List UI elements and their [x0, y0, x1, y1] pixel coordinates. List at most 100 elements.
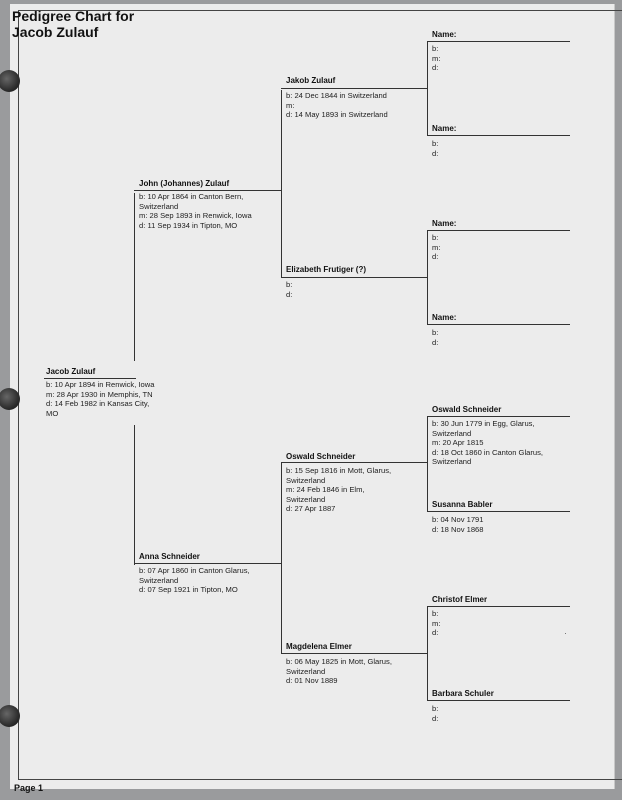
detail-line: d: 14 Feb 1982 in Kansas City, — [46, 399, 150, 409]
detail-line: b: 06 May 1825 in Mott, Glarus, — [286, 657, 392, 666]
title-line-2: Jacob Zulauf — [12, 24, 99, 40]
connector-7-up — [427, 606, 428, 653]
person-13-line — [427, 511, 570, 512]
detail-line: b: — [432, 233, 439, 242]
detail-line: Switzerland — [139, 575, 179, 585]
detail-line: Switzerland — [286, 494, 326, 504]
person-8-name: Name: — [432, 30, 457, 39]
person-12-name: Oswald Schneider — [432, 405, 502, 414]
person-14-name: Christof Elmer — [432, 595, 488, 604]
detail-line: m: — [432, 53, 441, 63]
detail-line: d: — [432, 713, 439, 723]
detail-line: Switzerland — [286, 666, 326, 676]
person-6-name: Oswald Schneider — [286, 452, 356, 461]
person-2-name: John (Johannes) Zulauf — [139, 179, 230, 188]
person-8-line — [427, 41, 570, 42]
binder-hole-top — [0, 70, 20, 92]
person-5-name: Elizabeth Frutiger (?) — [286, 265, 366, 274]
person-4-line — [281, 88, 428, 89]
connector-7-down — [427, 653, 428, 700]
paper-speck — [565, 633, 566, 634]
detail-line: b: — [432, 139, 439, 148]
detail-line: d: 14 May 1893 in Switzerland — [286, 110, 388, 120]
detail-line: b: 30 Jun 1779 in Egg, Glarus, — [432, 419, 535, 428]
detail-line: b: — [432, 328, 439, 337]
title-line-1: Pedigree Chart for — [12, 8, 135, 24]
connector-2-down — [281, 190, 282, 278]
person-6-details: b: 15 Sep 1816 in Mott, Glarus, Switzerla… — [286, 466, 391, 514]
person-1-name: Jacob Zulauf — [46, 367, 96, 376]
detail-line: Switzerland — [432, 428, 472, 438]
detail-line: d: 27 Apr 1887 — [286, 504, 336, 514]
detail-line: m: 28 Apr 1930 in Memphis, TN — [46, 389, 153, 399]
person-4-name: Jakob Zulauf — [286, 76, 336, 85]
connector-3-down — [281, 563, 282, 653]
detail-line: b: — [432, 44, 439, 53]
person-5-line — [281, 277, 428, 278]
detail-line: d: 11 Sep 1934 in Tipton, MO — [139, 220, 238, 230]
person-1-line — [44, 378, 136, 379]
detail-line: d: — [432, 337, 439, 347]
person-12-line — [427, 416, 570, 417]
person-2-details: b: 10 Apr 1864 in Canton Bern,Switzerlan… — [139, 192, 252, 230]
detail-line: Switzerland — [432, 457, 472, 467]
person-9-details: b:d: — [432, 139, 438, 158]
detail-line: b: 07 Apr 1860 in Canton Glarus, — [139, 566, 250, 575]
connector-5-up — [427, 230, 428, 277]
person-15-name: Barbara Schuler — [432, 689, 494, 698]
person-5-details: b:d: — [286, 280, 292, 299]
person-10-line — [427, 230, 570, 231]
connector-6-up — [427, 416, 428, 462]
detail-line: b: 10 Apr 1894 in Renwick, Iowa — [46, 380, 155, 389]
detail-line: d: 07 Sep 1921 in Tipton, MO — [139, 585, 238, 595]
detail-line: d: 18 Nov 1868 — [432, 524, 484, 534]
connector-6-down — [427, 462, 428, 511]
person-3-details: b: 07 Apr 1860 in Canton Glarus,Switzerl… — [139, 566, 250, 595]
detail-line: d: 18 Oct 1860 in Canton Glarus, — [432, 447, 544, 457]
person-15-details: b:d: — [432, 704, 438, 723]
connector-4-up — [427, 41, 428, 88]
person-14-details: b:m:d: — [432, 609, 440, 638]
detail-line: Switzerland — [139, 201, 179, 211]
connector-1-down — [134, 425, 135, 565]
binder-hole-middle — [0, 388, 20, 410]
connector-4-down — [427, 88, 428, 135]
detail-line: MO — [46, 408, 59, 418]
detail-line: d: — [432, 628, 439, 638]
page-number: Page 1 — [14, 783, 44, 793]
connector-1-up — [134, 193, 135, 361]
person-8-details: b:m:d: — [432, 44, 440, 73]
person-9-line — [427, 135, 570, 136]
person-15-line — [427, 700, 570, 701]
detail-line: m: 28 Sep 1893 in Renwick, Iowa — [139, 211, 252, 221]
person-12-details: b: 30 Jun 1779 in Egg, Glarus,Switzerlan… — [432, 419, 543, 467]
person-9-name: Name: — [432, 124, 457, 133]
person-14-line — [427, 606, 570, 607]
detail-line: b: 24 Dec 1844 in Switzerland — [286, 91, 387, 100]
detail-line: m: 24 Feb 1846 in Elm, — [286, 485, 365, 495]
connector-5-down — [427, 277, 428, 324]
person-3-name: Anna Schneider — [139, 552, 200, 561]
detail-line: m: — [432, 618, 441, 628]
detail-line: d: — [286, 289, 293, 299]
chart-sheet — [10, 4, 622, 789]
detail-line: m: 20 Apr 1815 — [432, 438, 484, 448]
person-10-details: b:m:d: — [432, 233, 440, 262]
detail-line: b: — [432, 609, 439, 618]
person-3-line — [134, 563, 282, 564]
person-11-name: Name: — [432, 313, 457, 322]
person-7-details: b: 06 May 1825 in Mott, Glarus,Switzerla… — [286, 657, 392, 686]
detail-line: d: — [432, 63, 439, 73]
page-title: Pedigree Chart for Jacob Zulauf — [12, 8, 134, 40]
detail-line: b: 15 Sep 1816 in Mott, Glarus, — [286, 466, 392, 475]
detail-line: m: — [432, 242, 441, 252]
person-11-details: b:d: — [432, 328, 438, 347]
person-2-line — [134, 190, 282, 191]
connector-2-up — [281, 90, 282, 190]
detail-line: m: — [286, 100, 295, 110]
detail-line: b: 10 Apr 1864 in Canton Bern, — [139, 192, 244, 201]
person-10-name: Name: — [432, 219, 457, 228]
detail-line: d: 01 Nov 1889 — [286, 676, 338, 686]
